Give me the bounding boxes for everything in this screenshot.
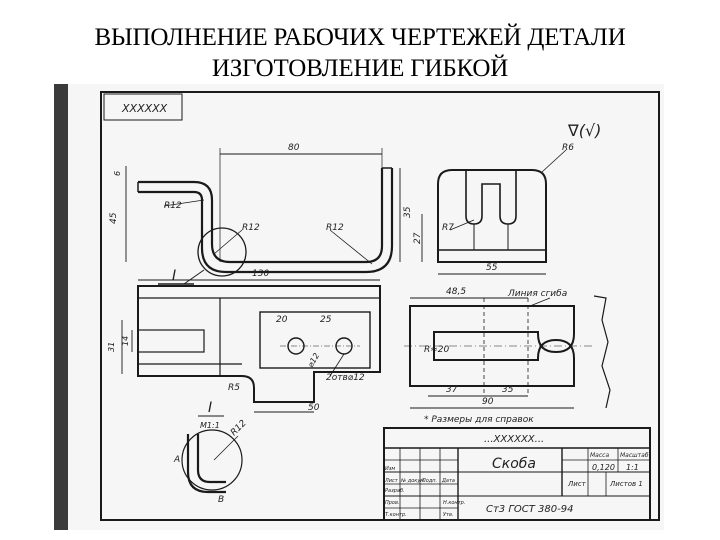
dim-48-5-text: 48,5 <box>446 287 466 297</box>
plan-view-pad <box>259 311 371 369</box>
top-stamp-text: XXXXXX <box>121 102 168 115</box>
dim-25-text: 25 <box>320 315 332 325</box>
title-block-frame <box>383 427 651 521</box>
tb-row-label-4: Т.контр. <box>385 512 407 518</box>
tb-mass-value: 0,120 <box>592 463 615 472</box>
r5-text: R5 <box>228 383 240 393</box>
front-view-outline <box>437 169 547 263</box>
side-view-profile-inner <box>138 168 394 274</box>
tb-row-label-3: Пров. <box>385 500 400 506</box>
plan-view-outline <box>137 285 381 403</box>
dim-130-text: 130 <box>252 269 269 279</box>
blank-view-outline <box>409 305 575 387</box>
detail-r12-leader <box>213 435 239 461</box>
scan-edge-left <box>54 84 68 530</box>
detail-label-a: А <box>173 455 180 465</box>
r6-leader <box>541 149 567 173</box>
detail-label-b: В <box>218 495 224 505</box>
detail-mark: I <box>208 400 212 416</box>
tb-col-header-2: № докум. <box>400 478 426 484</box>
tb-row-label-1: Изм <box>385 466 395 472</box>
front-view: R6 R7 27 55 <box>413 143 574 275</box>
tb-sheets: Листов 1 <box>609 480 643 488</box>
drawing-frame <box>100 91 660 521</box>
dim-35b-text: 35 <box>502 385 514 395</box>
detail-scale: М1:1 <box>200 421 220 430</box>
front-view-slots <box>465 170 517 225</box>
r7-leader <box>449 219 475 231</box>
plan-view-tab <box>137 329 205 353</box>
dim-35-text: 35 <box>403 206 413 218</box>
tb-row-label-6: Утв. <box>443 512 454 518</box>
side-view-detail-circle <box>197 227 247 277</box>
detail-leader <box>183 269 205 285</box>
detail-circle <box>181 429 243 491</box>
tb-scale-value: 1:1 <box>626 463 639 472</box>
reference-note: * Размеры для справок <box>424 415 534 425</box>
tb-sheet: Лист <box>567 480 587 488</box>
side-view: I 80 45 6 35 R12 R12 R12 <box>109 143 413 285</box>
tb-col-header-4: Дата <box>441 478 455 484</box>
dim-90-text: 90 <box>482 397 494 407</box>
tb-material: Ст3 ГОСТ 380-94 <box>486 504 573 515</box>
dim-27-text: 27 <box>413 232 423 244</box>
dim-45-text: 45 <box>109 212 119 224</box>
holes-note-text: 2отв⌀12 <box>326 373 365 383</box>
tb-scale-header: Масштаб <box>620 452 649 459</box>
roughness-symbol: ∇(√) <box>567 121 601 140</box>
dim-6-text: 6 <box>113 171 122 176</box>
r7-text: R7 <box>442 223 454 233</box>
tb-row-label-2: Разраб. <box>385 488 405 494</box>
bend-line-label: Линия сгиба <box>507 289 567 299</box>
blank-view: 48,5 Линия сгиба R≈20 37 35 90 * Размеры… <box>404 287 611 425</box>
bend-line-leader <box>529 297 551 307</box>
r6-text: R6 <box>562 143 574 153</box>
tb-col-header-1: Лист <box>384 478 399 484</box>
r12-right-text: R12 <box>326 223 344 233</box>
dim-50-text: 50 <box>308 403 320 413</box>
title-block: ...XXXXXX... Скоба Масса Масштаб 0,120 1… <box>383 427 651 521</box>
detail-bend-outer <box>186 434 226 494</box>
r12-left-leader <box>163 199 205 207</box>
tb-name: Скоба <box>492 456 536 472</box>
blank-break-line <box>593 295 611 409</box>
side-view-ends <box>137 167 392 192</box>
dim-37-text: 37 <box>446 385 458 395</box>
dim-20-text: 20 <box>276 315 288 325</box>
r12-mid-leader <box>213 229 243 255</box>
r12-left-text: R12 <box>164 201 182 211</box>
side-view-detail-mark: I <box>172 268 176 284</box>
technical-drawing: XXXXXX ∇(√) I 80 45 6 35 R12 R12 R12 <box>54 84 664 530</box>
top-stamp-box <box>103 93 183 121</box>
r12-mid-text: R12 <box>242 223 260 233</box>
tb-col-header-3: Подп. <box>422 478 437 484</box>
r12-right-leader <box>329 229 373 265</box>
slide-title: ВЫПОЛНЕНИЕ РАБОЧИХ ЧЕРТЕЖЕЙ ДЕТАЛИ ИЗГОТ… <box>0 22 720 84</box>
r20-text: R≈20 <box>424 345 450 355</box>
side-view-profile-outer <box>138 168 384 264</box>
slide-title-line-2: ИЗГОТОВЛЕНИЕ ГИБКОЙ <box>211 55 509 82</box>
detail-bend-inner <box>196 434 226 484</box>
slide-title-line-1: ВЫПОЛНЕНИЕ РАБОЧИХ ЧЕРТЕЖЕЙ ДЕТАЛИ <box>94 24 626 51</box>
plan-view: 130 20 25 31 14 ⌀12 2отв⌀12 R5 50 <box>107 269 381 413</box>
dim-80-text: 80 <box>288 143 300 153</box>
dim-14-text: 14 <box>121 336 130 346</box>
dim-55-text: 55 <box>486 263 498 273</box>
tb-mass-header: Масса <box>590 452 609 459</box>
holes-note-leader <box>329 353 345 377</box>
tb-code: ...XXXXXX... <box>484 434 544 445</box>
tb-row-label-5: Н.контр. <box>443 500 465 506</box>
dim-31-text: 31 <box>107 342 116 352</box>
